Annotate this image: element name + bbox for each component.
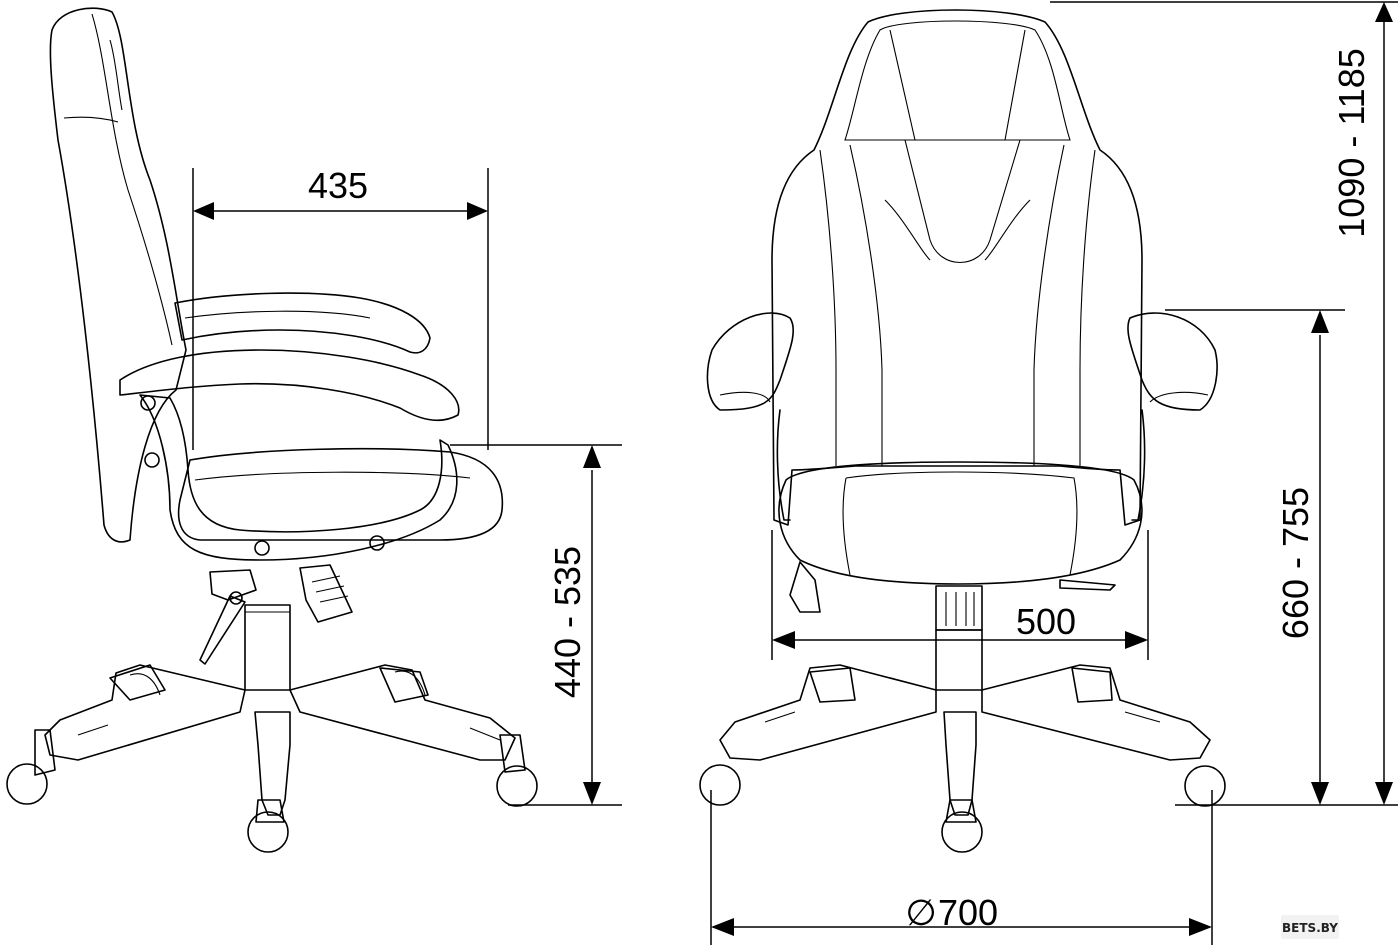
dim-seat-depth [192, 168, 489, 450]
label-base-diameter: 700 [938, 892, 998, 933]
diameter-symbol: ∅ [905, 892, 936, 933]
dim-total-height [1050, 1, 1398, 806]
chair-front-view [699, 9, 1226, 853]
label-total-height: 1090 - 1185 [1331, 48, 1372, 238]
watermark: BETS.BY [1281, 915, 1339, 939]
chair-side-view [6, 7, 538, 853]
watermark-text: BETS.BY [1282, 921, 1338, 935]
dim-seat-width [771, 530, 1149, 660]
dim-armrest-height [1165, 309, 1345, 806]
dim-seat-height [450, 444, 622, 806]
label-seat-width: 500 [1016, 601, 1076, 642]
label-seat-height: 440 - 535 [547, 546, 588, 698]
label-seat-depth: 435 [308, 165, 368, 206]
label-armrest-height: 660 - 755 [1275, 487, 1316, 639]
dim-base-diameter [710, 790, 1213, 945]
